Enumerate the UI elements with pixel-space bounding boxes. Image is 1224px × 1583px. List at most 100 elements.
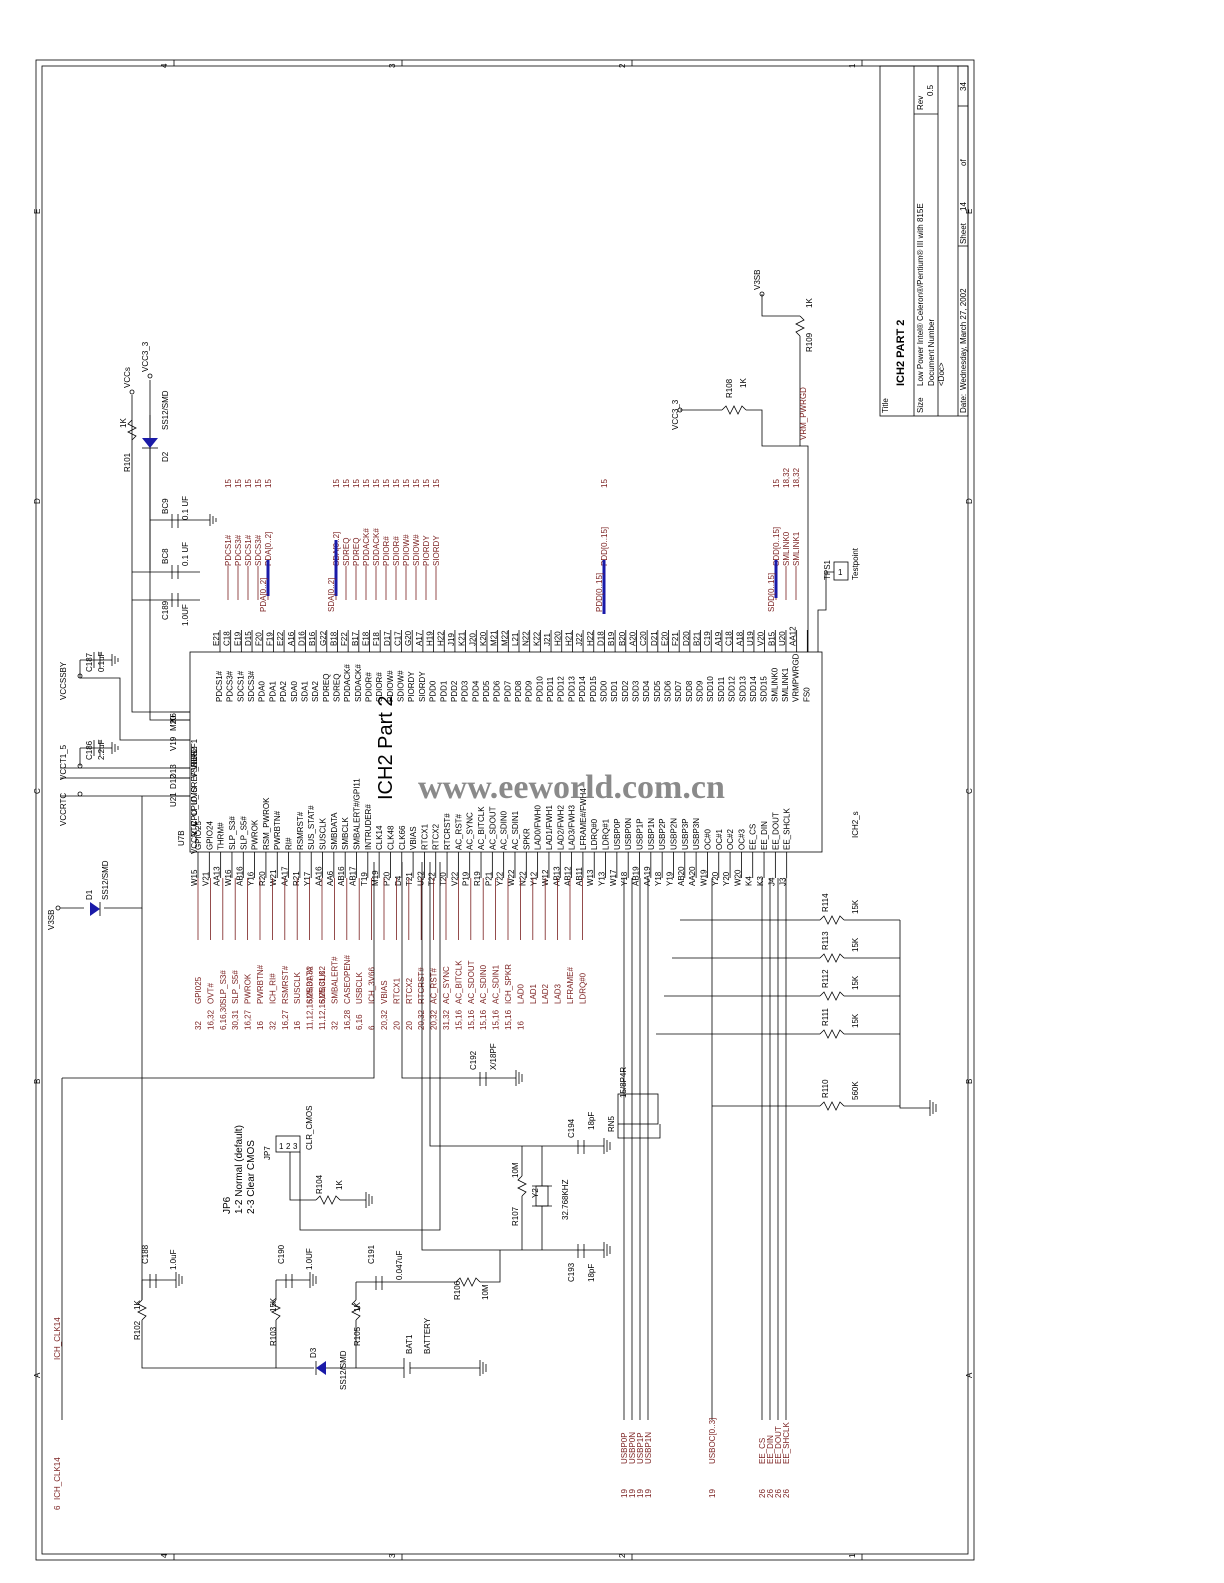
- chip-ball: M19: [371, 870, 380, 886]
- chip-left-pin: VCCRTC: [190, 821, 199, 854]
- chip-pin-name: PDCS1#: [215, 670, 224, 702]
- net-label: LAD2: [541, 983, 550, 1004]
- sheet-ref: 15: [412, 479, 421, 488]
- resistor-r106: R106 10M: [420, 1250, 501, 1300]
- svg-text:C190: C190: [277, 1244, 286, 1264]
- svg-text:R109: R109: [805, 332, 814, 352]
- chip-pin-name: USBP3P: [681, 818, 690, 850]
- zone-col-top: 1: [848, 63, 857, 68]
- net-label-usb: USBP1N: [644, 1432, 653, 1464]
- net-label: RTCX1: [392, 977, 401, 1004]
- chip-pin-name: PDD7: [503, 680, 512, 702]
- sheet-ref: 15: [402, 479, 411, 488]
- chip-pin-name: PDD3: [461, 680, 470, 702]
- svg-text:1K: 1K: [133, 1300, 142, 1310]
- svg-text:18pF: 18pF: [587, 1264, 596, 1282]
- svg-text:SS12/SMD: SS12/SMD: [161, 390, 170, 430]
- chip-pin-name: EE_SHCLK: [783, 808, 792, 850]
- power-vcc3-3-right: VCC3_3: [671, 399, 683, 430]
- chip-pin-name: RTCX2: [432, 823, 441, 850]
- chip-pin-name: EE_DOUT: [771, 812, 780, 850]
- zone-col-bottom: 3: [388, 1553, 397, 1558]
- chip-left-pin: V_CPU_IO: [190, 796, 199, 836]
- chip-ball: AA13: [213, 866, 222, 886]
- sheet-ref: 15: [392, 479, 401, 488]
- chip-ball: AA17: [281, 866, 290, 886]
- chip-ball: E18: [362, 631, 371, 646]
- svg-text:3: 3: [293, 1142, 298, 1151]
- svg-text:R107: R107: [511, 1206, 520, 1226]
- zone-row-right: E: [965, 209, 974, 214]
- sheet-total: 34: [959, 82, 968, 91]
- svg-text:SS12/SMD: SS12/SMD: [101, 860, 110, 900]
- chip-ball: AA12: [789, 626, 798, 646]
- chip-pin-name: PWRBTN#: [273, 810, 282, 850]
- net-label: SMLINK1: [792, 531, 801, 566]
- chip-ball: H21: [564, 631, 573, 646]
- net-label-usb: USBP1P: [636, 1432, 645, 1464]
- zone-col-bottom: 4: [160, 1553, 169, 1558]
- sheet-subtitle: Low Power Intel® Celeron®/Pentium® III w…: [916, 203, 925, 386]
- sheet-ref: 11,12,16,25,31,32: [318, 966, 327, 1030]
- chip-ball: W19: [699, 869, 708, 886]
- chip-ball: C18: [223, 631, 232, 646]
- svg-text:R106: R106: [453, 1280, 462, 1300]
- chip-ball: K4: [745, 876, 754, 886]
- chip-pin-name: SLP_S3#: [228, 816, 237, 850]
- capacitor-bc8: BC8 0.1 UF: [161, 542, 190, 579]
- svg-text:V3SB: V3SB: [47, 910, 56, 930]
- chip-pin-name: AC_SYNC: [466, 812, 475, 850]
- chip-ball: AB12: [564, 866, 573, 886]
- chip-ball: W12: [541, 869, 550, 886]
- chip-pin-name: SPKR: [522, 828, 531, 850]
- pullup-value: 15K: [851, 975, 860, 990]
- chip-ball: J4: [767, 877, 776, 886]
- resistor-r108: R108 1K: [721, 378, 748, 415]
- chip-ball: G22: [319, 630, 328, 646]
- chip-pin-name: USBP2N: [669, 818, 678, 850]
- chip-pin-name: PDD11: [546, 676, 555, 702]
- chip-pin-name: PIORDY: [407, 671, 416, 702]
- chip-left-ball: K6: [169, 713, 178, 723]
- chip-pin-name: PDD5: [482, 680, 491, 702]
- svg-text:VCC3_3: VCC3_3: [671, 399, 680, 430]
- chip-pin-name: OC#1: [715, 829, 724, 850]
- title-label: Title: [881, 398, 890, 413]
- chip-pin-name: PDIOW#: [386, 670, 395, 702]
- top-net-labels: PDCS1#15PDCS3#15SDCS1#15SDCS3#15PDA[0..2…: [224, 467, 801, 600]
- bus-label-sda: SDA[0..2]: [327, 578, 336, 612]
- net-label-ee: EE_CS: [758, 1438, 767, 1464]
- chip-pin-name: USBP0P: [613, 818, 622, 850]
- chip-pin-name: LAD1/FWH1: [545, 805, 554, 850]
- chip-pin-name: PDD15: [589, 676, 598, 702]
- chip-pin-name: OC#2: [726, 829, 735, 850]
- net-label: ICH_SPKR: [504, 964, 513, 1004]
- chip-pin-name: AC_SDIN1: [511, 810, 520, 850]
- svg-text:2: 2: [286, 1142, 291, 1151]
- chip-ball: C20: [639, 631, 648, 646]
- net-label: SLP_S5#: [231, 970, 240, 1004]
- svg-text:10M: 10M: [511, 1162, 520, 1178]
- chip-ball: D17: [383, 631, 392, 646]
- sheet-ref: 6: [368, 1025, 377, 1030]
- chip-pin-name: SIORDY: [418, 671, 427, 702]
- chip-ball: Y22: [496, 871, 505, 886]
- chip-ref: U7B: [177, 830, 186, 846]
- chip-pin-name: SDA0: [290, 681, 299, 702]
- chip-pin-name: SDREQ: [332, 674, 341, 702]
- chip-pin-name: SLP_S5#: [239, 816, 248, 850]
- sheet-ref: 16,27: [281, 1009, 290, 1030]
- net-label: SMBALERT#: [330, 956, 339, 1004]
- sheet-ref: 20: [405, 1021, 414, 1030]
- chip-ball: AB20: [677, 866, 686, 886]
- net-label: SDIOW#: [412, 534, 421, 566]
- chip-ball: W22: [507, 869, 516, 886]
- svg-text:1.0UF: 1.0UF: [305, 1248, 314, 1270]
- svg-text:Y2: Y2: [531, 1188, 540, 1198]
- chip-ball: J22: [575, 633, 584, 646]
- zone-row-left: B: [33, 1079, 42, 1084]
- resistor-network-rn5: RN5 15/8P4R: [607, 1067, 661, 1139]
- power-vcct1-5: VCCT1_5: [59, 744, 83, 780]
- sheet-ref: 20,32: [430, 1009, 439, 1030]
